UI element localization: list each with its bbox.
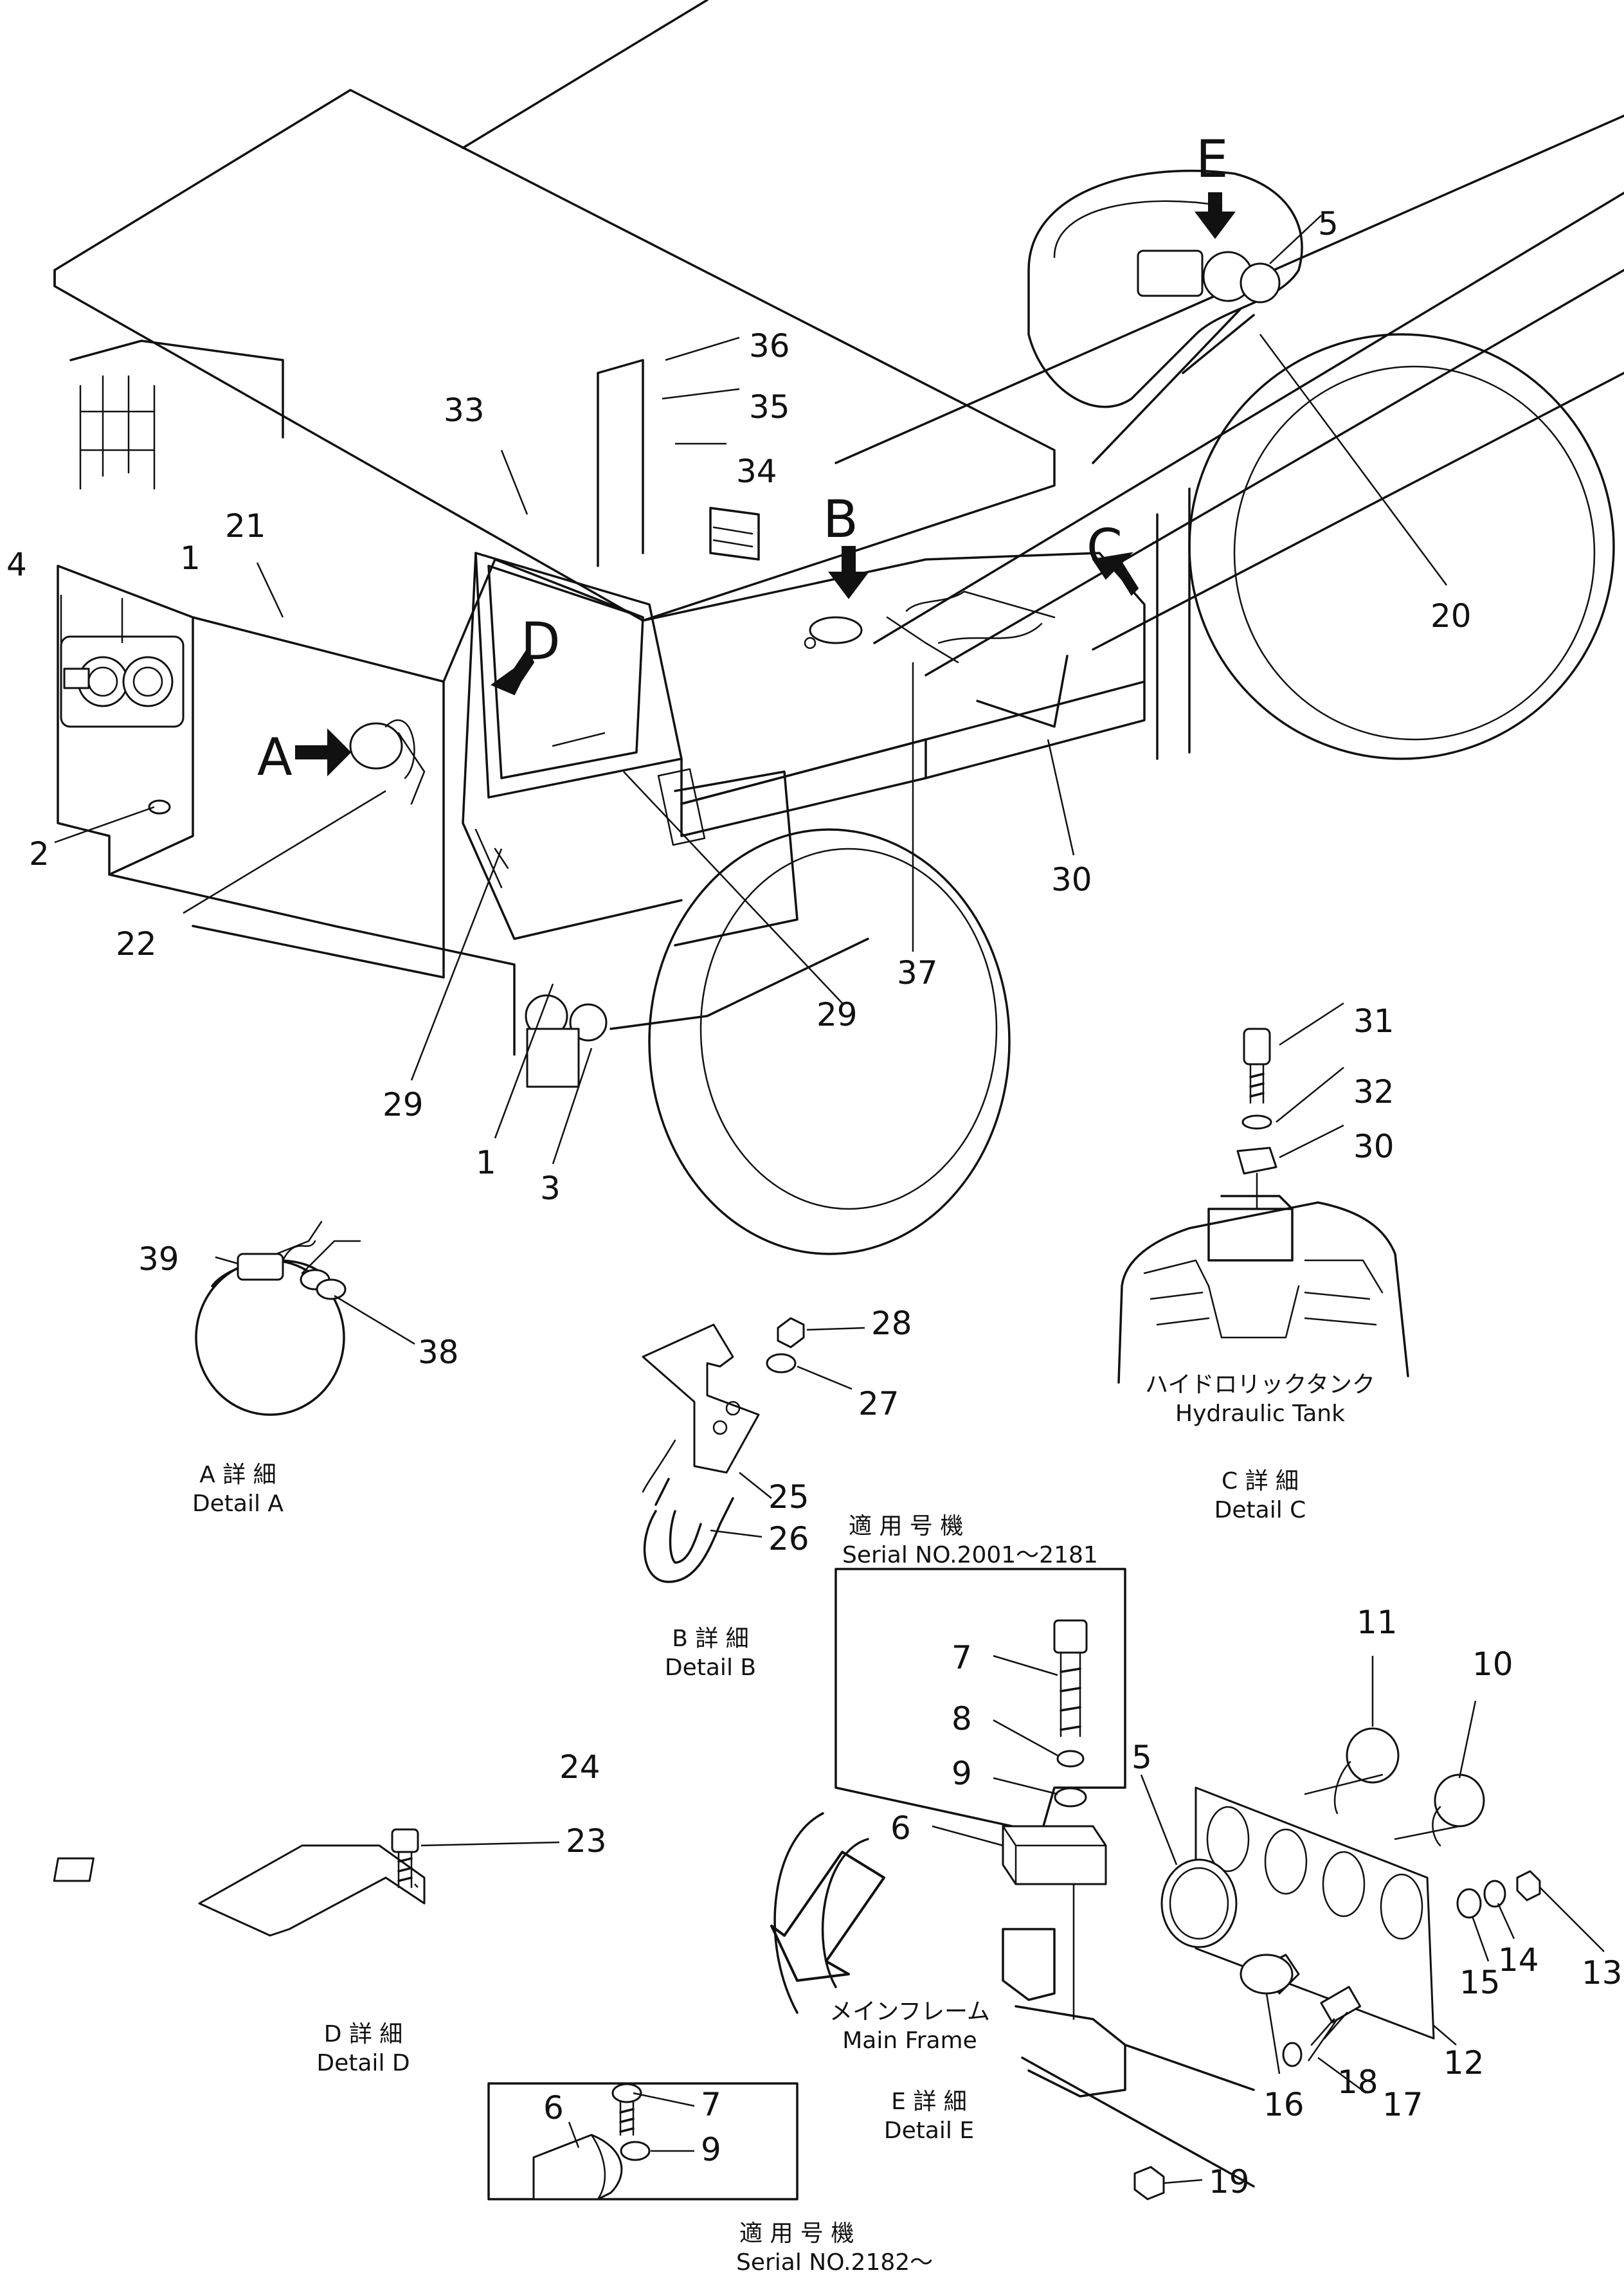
detail-c-caption-jp: C 詳 細 — [1222, 1468, 1299, 1494]
view-letter-labels: A B C D E — [257, 129, 1229, 787]
part-number-10: 10 — [1472, 1646, 1513, 1683]
part-number-35: 35 — [749, 388, 790, 426]
part-number-39: 39 — [138, 1240, 179, 1278]
detail-b-caption-jp: B 詳 細 — [672, 1626, 749, 1652]
detail-e-caption-jp: E 詳 細 — [891, 2089, 967, 2115]
part-number-37: 37 — [897, 954, 938, 992]
part-number-33: 33 — [444, 392, 485, 429]
part-number-13: 13 — [1582, 1954, 1623, 1991]
part-number-25: 25 — [768, 1478, 809, 1516]
detail-c-caption-en: Detail C — [1214, 1497, 1306, 1523]
view-letter-e: E — [1196, 129, 1229, 189]
arrow-e — [1195, 192, 1236, 239]
detail-e-caption-en: Detail E — [884, 2118, 974, 2144]
arrow-a — [295, 728, 352, 777]
view-arrows — [295, 192, 1236, 777]
part-number-6-lower: 6 — [543, 2089, 564, 2127]
part-number-1-top: 1 — [180, 540, 201, 577]
part-number-9-upper: 9 — [952, 1755, 972, 1792]
part-number-21: 21 — [225, 507, 266, 545]
detail-c-drawing — [1117, 1028, 1409, 1384]
part-number-5-bottom: 5 — [1132, 1739, 1152, 1776]
serial-upper-en: Serial NO.2001～2181 — [842, 1542, 1098, 1568]
view-letter-c: C — [1087, 518, 1123, 578]
part-number-18: 18 — [1337, 2064, 1378, 2101]
arrow-c — [1092, 552, 1139, 596]
part-number-31: 31 — [1353, 1002, 1394, 1040]
detail-b-drawing — [642, 1317, 805, 1583]
part-number-19: 19 — [1209, 2163, 1250, 2200]
detail-d-caption-en: Detail D — [316, 2050, 410, 2076]
view-letter-b: B — [823, 489, 858, 549]
main-frame-label-jp: メインフレーム — [829, 1999, 990, 2025]
part-number-11: 11 — [1357, 1604, 1398, 1641]
part-number-6-upper: 6 — [890, 1810, 911, 1847]
part-number-17: 17 — [1382, 2086, 1423, 2123]
hydraulic-tank-label-en: Hydraulic Tank — [1175, 1401, 1345, 1427]
view-letter-d: D — [521, 612, 561, 671]
detail-a-drawing — [195, 1220, 361, 1416]
arrow-d — [490, 648, 535, 696]
main-frame-label-en: Main Frame — [842, 2027, 977, 2054]
part-number-7-lower: 7 — [701, 2086, 721, 2123]
part-number-28: 28 — [871, 1305, 912, 1342]
part-number-labels: 1 1 2 3 4 5 5 6 6 7 7 8 9 9 10 11 12 13 … — [6, 205, 1623, 2200]
part-number-29-right: 29 — [817, 996, 858, 1033]
part-number-5-top: 5 — [1318, 205, 1339, 242]
part-number-22: 22 — [116, 925, 157, 963]
detail-d-drawing — [53, 1828, 426, 1937]
part-number-32: 32 — [1353, 1073, 1394, 1111]
serial-box-lower — [487, 2082, 798, 2200]
serial-lower-en: Serial NO.2182～ — [736, 2249, 933, 2276]
part-number-1-bottom: 1 — [476, 1144, 496, 1181]
part-number-14: 14 — [1498, 1941, 1539, 1979]
part-number-15: 15 — [1459, 1964, 1501, 2001]
part-number-7-upper: 7 — [952, 1639, 972, 1676]
hydraulic-tank-label-jp: ハイドロリックタンク — [1145, 1372, 1375, 1398]
part-number-3: 3 — [540, 1170, 561, 1207]
part-number-27: 27 — [858, 1385, 899, 1422]
arrow-b — [828, 546, 869, 599]
part-number-30-detail: 30 — [1353, 1128, 1394, 1165]
part-number-20: 20 — [1430, 597, 1472, 635]
part-number-29-left: 29 — [383, 1086, 424, 1123]
part-number-24: 24 — [559, 1748, 600, 1786]
serial-lower-jp: 適 用 号 機 — [739, 2220, 854, 2247]
detail-captions: A 詳 細 Detail A B 詳 細 Detail B C 詳 細 Deta… — [192, 1372, 1375, 2276]
part-number-4: 4 — [6, 546, 27, 583]
part-number-38: 38 — [418, 1334, 459, 1371]
part-number-8: 8 — [952, 1700, 972, 1737]
part-number-16: 16 — [1263, 2086, 1304, 2123]
part-number-9-lower: 9 — [701, 2131, 721, 2168]
detail-e-drawing — [487, 1568, 1541, 2200]
part-number-12: 12 — [1443, 2044, 1484, 2082]
view-letter-a: A — [257, 727, 293, 787]
part-number-36: 36 — [749, 327, 790, 365]
part-number-26: 26 — [768, 1520, 809, 1557]
serial-box-upper — [835, 1568, 1126, 1834]
detail-a-caption-en: Detail A — [192, 1491, 284, 1517]
truck-main-view — [53, 0, 1624, 1255]
part-number-2: 2 — [29, 835, 50, 873]
serial-upper-jp: 適 用 号 機 — [849, 1513, 963, 1539]
leader-lines — [54, 215, 1605, 2184]
detail-b-caption-en: Detail B — [665, 1655, 756, 1681]
part-number-30-main: 30 — [1051, 861, 1092, 898]
detail-d-caption-jp: D 詳 細 — [324, 2021, 403, 2047]
detail-a-caption-jp: A 詳 細 — [199, 1462, 276, 1488]
part-number-34: 34 — [736, 453, 777, 490]
part-number-23: 23 — [566, 1822, 607, 1860]
